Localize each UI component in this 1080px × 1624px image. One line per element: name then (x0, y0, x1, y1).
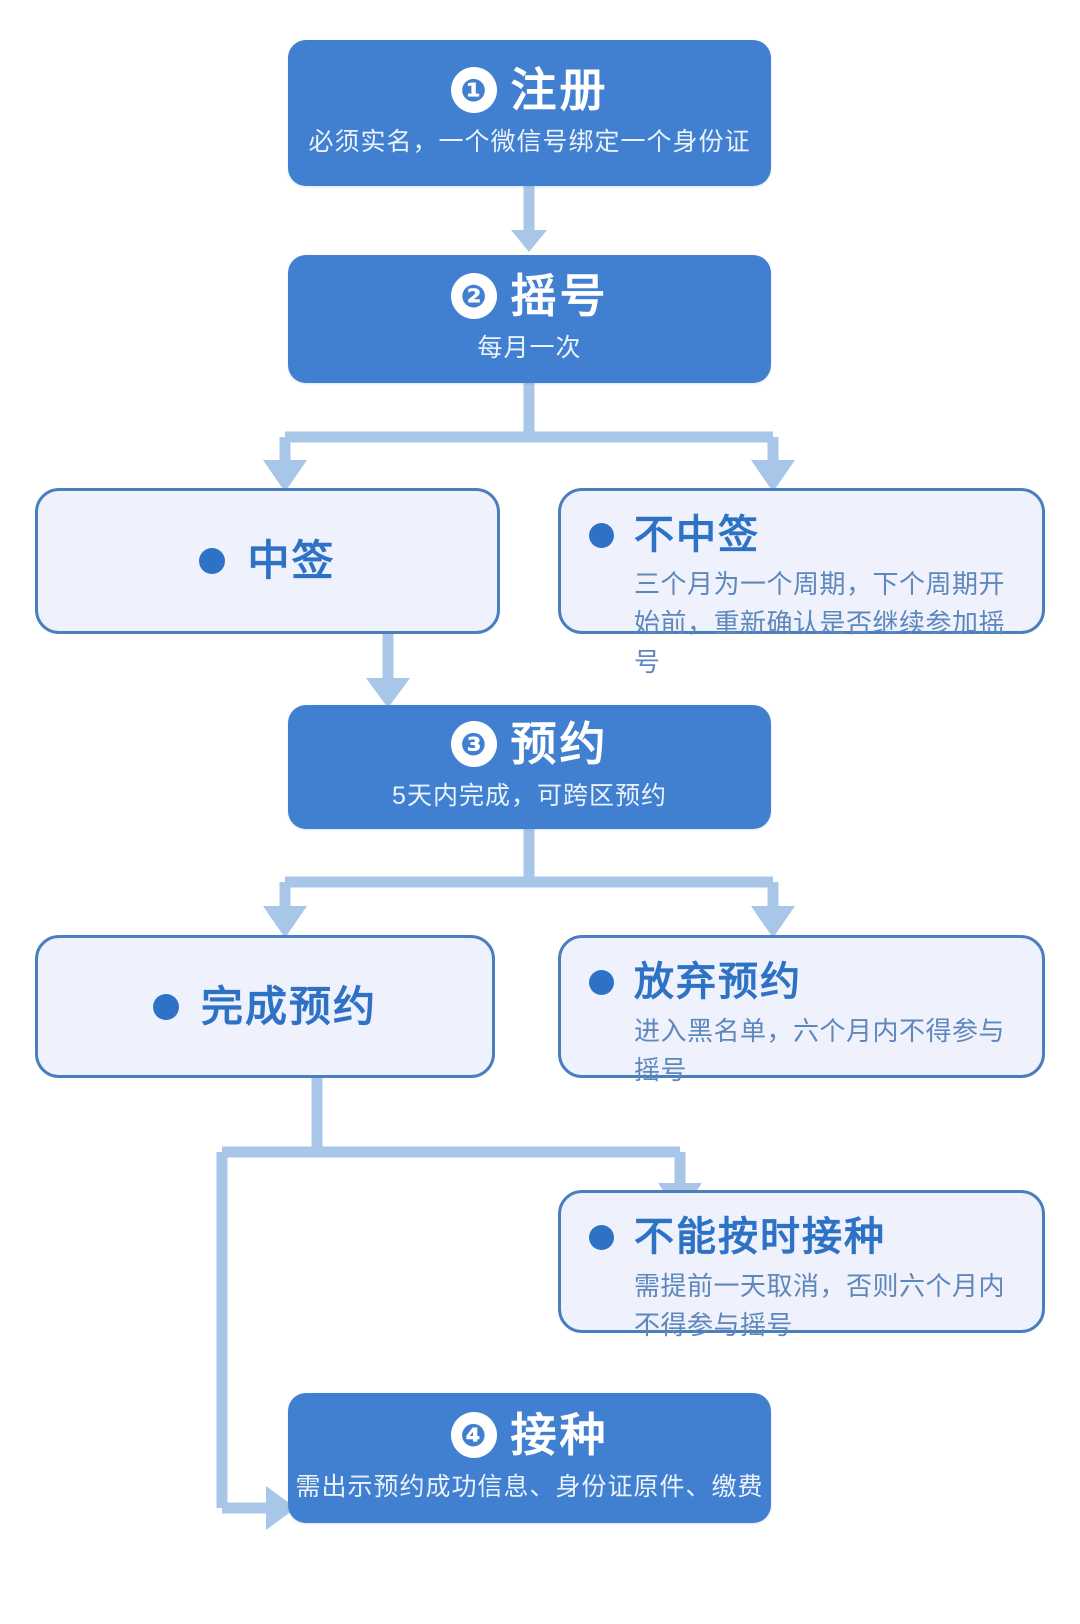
step-vaccinate-title: 接种 (510, 1409, 609, 1462)
bullet-dot-icon (199, 548, 226, 574)
outcome-not-won[interactable]: 不中签 三个月为一个周期，下个周期开始前，重新确认是否继续参加摇号 (558, 488, 1045, 677)
step-vaccinate[interactable]: ❹ 接种 需出示预约成功信息、身份证原件、缴费 (288, 1393, 771, 1523)
outcome-won-head: 中签 (199, 540, 335, 582)
step-register-title: 注册 (510, 64, 609, 117)
outcome-not-won-head: 不中签 三个月为一个周期，下个周期开始前，重新确认是否继续参加摇号 (589, 515, 1016, 682)
outcome-cannot-attend-heading: 不能按时接种 (634, 1215, 886, 1259)
outcome-won[interactable]: 中签 (35, 488, 500, 634)
edge-lottery-split (263, 383, 795, 492)
outcome-cannot-attend-head: 不能按时接种 需提前一天取消，否则六个月内不得参与摇号 (589, 1217, 1016, 1345)
step-register-title-row: ❶ 注册 (450, 64, 609, 117)
step-number-4: ❹ (450, 1412, 497, 1459)
outcome-appointment-done-heading: 完成预约 (200, 982, 377, 1030)
outcome-appointment-abandoned-head: 放弃预约 进入黑名单，六个月内不得参与摇号 (589, 962, 1016, 1090)
outcome-appointment-done-head: 完成预约 (152, 982, 377, 1030)
step-lottery[interactable]: ❷ 摇号 每月一次 (288, 255, 771, 383)
step-appointment-title-row: ❸ 预约 (450, 718, 609, 771)
bullet-dot-icon (152, 993, 179, 1020)
step-appointment-title: 预约 (510, 718, 609, 771)
step-number-3: ❸ (450, 721, 497, 768)
step-appointment-subtitle: 5天内完成，可跨区预约 (392, 782, 667, 811)
step-register-subtitle: 必须实名，一个微信号绑定一个身份证 (308, 128, 751, 157)
outcome-cannot-attend-desc: 需提前一天取消，否则六个月内不得参与摇号 (634, 1271, 1006, 1340)
outcome-appointment-abandoned-heading: 放弃预约 (634, 960, 802, 1004)
outcome-appointment-abandoned[interactable]: 放弃预约 进入黑名单，六个月内不得参与摇号 (558, 935, 1045, 1085)
step-lottery-title: 摇号 (510, 270, 609, 323)
step-number-1: ❶ (450, 67, 497, 114)
step-appointment[interactable]: ❸ 预约 5天内完成，可跨区预约 (288, 705, 771, 829)
bullet-dot-icon (589, 970, 614, 995)
outcome-not-won-heading: 不中签 (634, 513, 760, 557)
outcome-won-heading: 中签 (247, 537, 336, 584)
step-vaccinate-subtitle: 需出示预约成功信息、身份证原件、缴费 (295, 1473, 764, 1502)
edge-appointment-split (263, 829, 795, 938)
step-lottery-subtitle: 每月一次 (477, 334, 582, 363)
outcome-appointment-done[interactable]: 完成预约 (35, 935, 495, 1078)
bullet-dot-icon (589, 523, 614, 548)
bullet-dot-icon (589, 1225, 614, 1250)
edge-won-to-appointment (366, 633, 410, 708)
outcome-appointment-abandoned-desc: 进入黑名单，六个月内不得参与摇号 (634, 1016, 1006, 1085)
step-number-2: ❷ (450, 273, 497, 320)
step-vaccinate-title-row: ❹ 接种 (450, 1409, 609, 1462)
step-lottery-title-row: ❷ 摇号 (450, 270, 609, 323)
edge-register-to-lottery (511, 186, 547, 252)
outcome-not-won-desc: 三个月为一个周期，下个周期开始前，重新确认是否继续参加摇号 (634, 569, 1006, 677)
outcome-cannot-attend[interactable]: 不能按时接种 需提前一天取消，否则六个月内不得参与摇号 (558, 1190, 1045, 1340)
step-register[interactable]: ❶ 注册 必须实名，一个微信号绑定一个身份证 (288, 40, 771, 186)
